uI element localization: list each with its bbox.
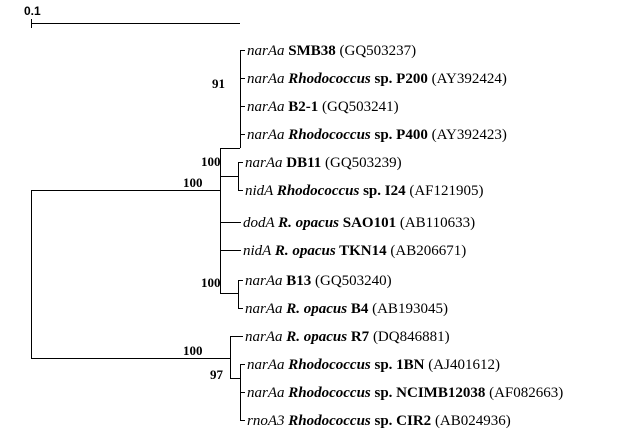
bootstrap-100-root-lower: 100	[183, 343, 203, 358]
accession-number: (GQ503241)	[318, 99, 398, 115]
gene-name: narAa	[245, 301, 286, 317]
leaf-label: dodA R. opacus SAO101 (AB110633)	[243, 215, 475, 231]
bootstrap-100-upper-clade: 100	[201, 154, 221, 169]
leaf-label: narAa Rhodococcus sp. P200 (AY392424)	[247, 71, 507, 87]
gene-name: narAa	[247, 385, 288, 401]
accession-number: (AY392423)	[428, 127, 507, 143]
gene-name: narAa	[247, 71, 288, 87]
leaf-label: narAa Rhodococcus sp. NCIMB12038 (AF0826…	[247, 385, 563, 401]
gene-name: nidA	[243, 243, 275, 259]
leaf-label: narAa Rhodococcus sp. P400 (AY392423)	[247, 127, 507, 143]
strain-name: B2-1	[288, 99, 318, 115]
gene-name: narAa	[247, 357, 288, 373]
tree-branches	[31, 50, 245, 421]
gene-name: narAa	[247, 127, 288, 143]
strain-name: Rhodococcus	[287, 71, 371, 87]
strain-name: Rhodococcus	[287, 385, 371, 401]
strain-name: Rhodococcus	[276, 183, 360, 199]
strain-name: sp. P200	[371, 71, 428, 87]
strain-name: sp. CIR2	[371, 413, 431, 429]
strain-name: R7	[347, 329, 370, 345]
leaf-label: narAa R. opacus B4 (AB193045)	[245, 301, 448, 317]
leaf-label: narAa B2-1 (GQ503241)	[247, 99, 399, 115]
accession-number: (AB206671)	[387, 243, 467, 259]
leaf-label: narAa B13 (GQ503240)	[245, 273, 392, 289]
strain-name: Rhodococcus	[287, 413, 371, 429]
leaf-label: narAa Rhodococcus sp. 1BN (AJ401612)	[247, 357, 500, 373]
leaf-label: nidA Rhodococcus sp. I24 (AF121905)	[245, 183, 484, 199]
accession-number: (AB193045)	[368, 301, 448, 317]
strain-name: sp. P400	[371, 127, 428, 143]
leaf-label: narAa SMB38 (GQ503237)	[247, 43, 416, 59]
strain-name: Rhodococcus	[287, 127, 371, 143]
strain-name: R. opacus	[285, 329, 347, 345]
accession-number: (AB110633)	[396, 215, 475, 231]
bootstrap-91: 91	[212, 76, 225, 91]
gene-name: narAa	[247, 43, 288, 59]
accession-number: (GQ503239)	[321, 155, 401, 171]
bootstrap-100-b13-clade: 100	[201, 275, 221, 290]
leaf-label: narAa R. opacus R7 (DQ846881)	[245, 329, 450, 345]
leaf-label: narAa DB11 (GQ503239)	[245, 155, 402, 171]
leaf-label: rnoA3 Rhodococcus sp. CIR2 (AB024936)	[247, 413, 511, 429]
gene-name: narAa	[245, 329, 286, 345]
accession-number: (DQ846881)	[369, 329, 449, 345]
strain-name: DB11	[286, 155, 321, 171]
accession-number: (AB024936)	[431, 413, 511, 429]
scale-bar: 0.1	[24, 4, 240, 28]
strain-name: sp. 1BN	[371, 357, 425, 373]
gene-name: narAa	[247, 99, 288, 115]
gene-name: narAa	[245, 273, 286, 289]
gene-name: narAa	[245, 155, 286, 171]
strain-name: B13	[286, 273, 311, 289]
accession-number: (AF121905)	[406, 183, 484, 199]
strain-name: R. opacus	[285, 301, 347, 317]
strain-name: R. opacus	[274, 243, 336, 259]
strain-name: SAO101	[339, 215, 396, 231]
strain-name: R. opacus	[277, 215, 339, 231]
strain-name: B4	[347, 301, 369, 317]
accession-number: (AY392424)	[428, 71, 507, 87]
strain-name: sp. NCIMB12038	[371, 385, 486, 401]
strain-name: TKN14	[336, 243, 387, 259]
accession-number: (GQ503240)	[311, 273, 391, 289]
strain-name: SMB38	[288, 43, 336, 59]
gene-name: nidA	[245, 183, 277, 199]
strain-name: sp. I24	[359, 183, 406, 199]
bootstrap-values: 91 100 100 100 100 97	[183, 76, 225, 382]
bootstrap-97: 97	[210, 367, 224, 382]
accession-number: (AJ401612)	[425, 357, 500, 373]
gene-name: dodA	[243, 215, 278, 231]
accession-number: (GQ503237)	[336, 43, 416, 59]
scale-bar-label: 0.1	[24, 4, 41, 18]
leaf-label: nidA R. opacus TKN14 (AB206671)	[243, 243, 466, 259]
accession-number: (AF082663)	[485, 385, 563, 401]
leaf-labels: narAa SMB38 (GQ503237) narAa Rhodococcus …	[243, 43, 563, 429]
gene-name: rnoA3	[247, 413, 288, 429]
strain-name: Rhodococcus	[287, 357, 371, 373]
bootstrap-100-root-upper: 100	[183, 175, 203, 190]
